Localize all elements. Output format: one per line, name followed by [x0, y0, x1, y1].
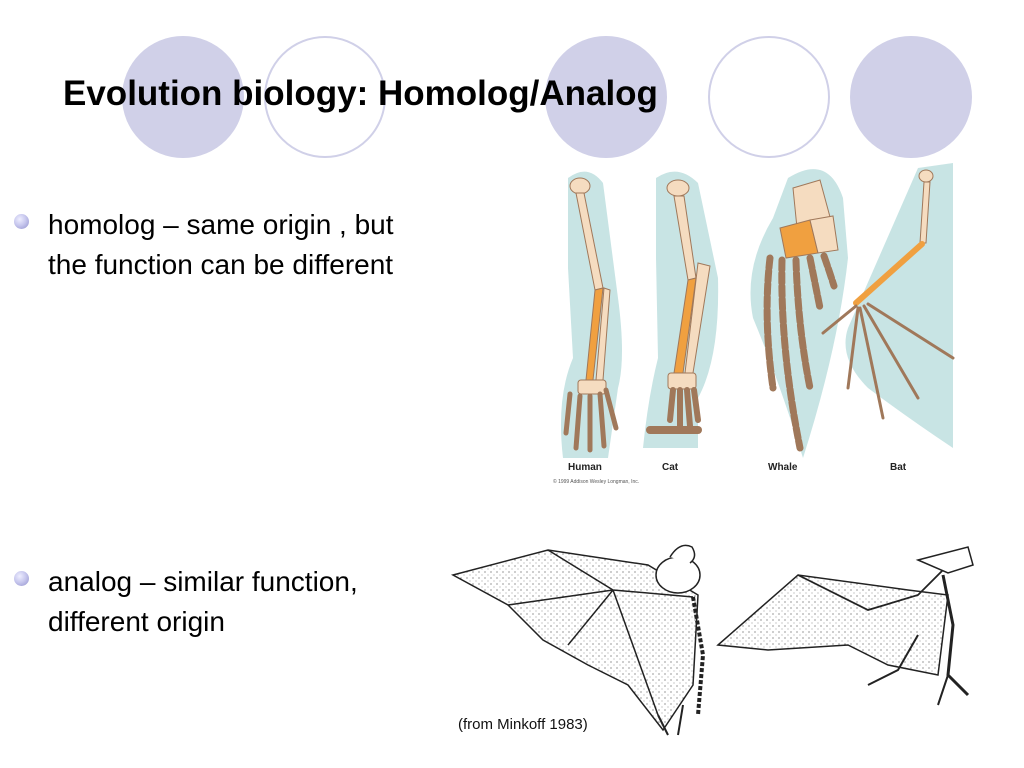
cat-leg-bones [646, 179, 711, 434]
bat-wing-silhouette [845, 163, 953, 448]
bullet-icon [14, 214, 29, 229]
decor-circle-1 [122, 36, 244, 158]
bullet-text: homolog – same origin , but the function… [48, 209, 394, 280]
cat-leg-silhouette [643, 171, 719, 449]
bullet-analog: analog – similar function, different ori… [14, 562, 438, 642]
pterosaur-sketch [716, 546, 974, 706]
homolog-limbs-figure: Human Cat Whale Bat © 1999 Addison Wesle… [553, 163, 955, 485]
label-human: Human [568, 462, 602, 473]
bat-sketch [450, 544, 706, 736]
slide-title: Evolution biology: Homolog/Analog [63, 74, 658, 113]
decor-circle-4 [708, 36, 830, 158]
human-arm-silhouette [560, 171, 622, 459]
label-whale: Whale [768, 462, 798, 473]
bullet-homolog: homolog – same origin , but the function… [14, 205, 438, 285]
decor-circle-2 [264, 36, 386, 158]
bullet-text: analog – similar function, different ori… [48, 566, 358, 637]
decor-circle-3 [545, 36, 667, 158]
whale-flipper-bones [763, 179, 839, 452]
bat-wing-bones [821, 169, 955, 420]
analog-wings-figure: (from Minkoff 1983) [450, 544, 974, 736]
label-bat: Bat [890, 462, 907, 473]
human-arm-bones [563, 177, 619, 453]
bullet-icon [14, 571, 29, 586]
decor-circle-5 [850, 36, 972, 158]
figure-caption: (from Minkoff 1983) [458, 716, 588, 733]
label-cat: Cat [662, 462, 679, 473]
copyright-text: © 1999 Addison Wesley Longman, Inc. [553, 478, 639, 485]
